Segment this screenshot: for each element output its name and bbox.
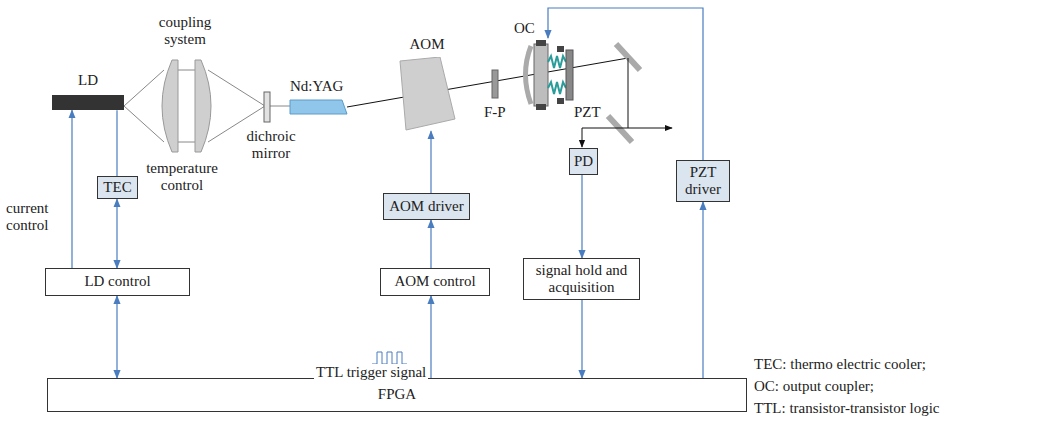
fp-etalon <box>492 70 498 98</box>
fpga-box: FPGA <box>47 378 747 412</box>
signal-connector <box>430 220 431 268</box>
part-label: temperature control <box>132 160 232 195</box>
signal-connector <box>116 110 117 176</box>
node-text: AOM driver <box>389 198 464 215</box>
driver-box: PZT driver <box>676 160 730 202</box>
aom-modulator: AOM <box>398 36 456 131</box>
nd-yag-crystal <box>290 100 347 114</box>
node-text: AOM <box>409 36 444 53</box>
dichroic-mirror <box>264 92 270 122</box>
note-text: OC: output coupler; <box>754 378 874 395</box>
node-text: AOM control <box>394 273 475 290</box>
part-label: dichroic mirror <box>236 128 306 163</box>
acquisition-box: signal hold and acquisition <box>523 258 640 300</box>
note-text: TEC: thermo electric cooler; <box>754 356 926 373</box>
control-box: LD control <box>45 268 190 296</box>
coupling-lens <box>162 60 178 152</box>
tec-box: TEC <box>97 176 138 199</box>
node-text: signal hold and acquisition <box>530 262 633 297</box>
pzt-feedback-wire <box>548 8 703 160</box>
part-label: F-P <box>484 104 506 121</box>
control-box: AOM control <box>380 268 490 296</box>
detector-beam <box>582 128 583 147</box>
laser-diode-bar <box>52 95 124 110</box>
node-text: FPGA <box>378 386 416 403</box>
note-text: TTL: transistor-transistor logic <box>754 400 940 417</box>
node-text: TEC <box>103 179 131 196</box>
coupling-lens <box>195 60 211 152</box>
laser-beam <box>628 58 629 128</box>
part-label: PZT <box>574 104 601 121</box>
output-coupler <box>526 40 574 110</box>
aom-crystal-body <box>400 57 455 130</box>
driver-box: AOM driver <box>383 193 470 220</box>
output-beam <box>582 128 672 129</box>
node-text: PZT driver <box>681 164 725 199</box>
part-label: OC <box>514 20 535 37</box>
signal-label: current control <box>6 200 66 235</box>
laser-beam <box>347 58 628 107</box>
part-label: coupling system <box>148 14 222 49</box>
signal-label: TTL trigger signal <box>314 364 428 381</box>
signal-connector <box>116 296 117 378</box>
signal-connector <box>430 131 431 193</box>
signal-connector <box>71 110 72 268</box>
laser-diode: LD <box>52 72 124 110</box>
aom-crystal <box>398 57 456 131</box>
part-label: Nd:YAG <box>290 78 343 95</box>
pzt-mirror <box>608 116 632 142</box>
signal-connector <box>581 300 582 378</box>
photodiode-box: PD <box>569 148 598 175</box>
ttl-pulse-symbol <box>372 352 407 364</box>
signal-connector <box>702 202 703 378</box>
signal-connector <box>430 296 431 378</box>
signal-connector <box>116 199 117 268</box>
node-text: LD <box>78 72 98 89</box>
node-text: PD <box>574 153 593 170</box>
node-text: LD control <box>84 273 150 290</box>
signal-connector <box>581 175 582 258</box>
